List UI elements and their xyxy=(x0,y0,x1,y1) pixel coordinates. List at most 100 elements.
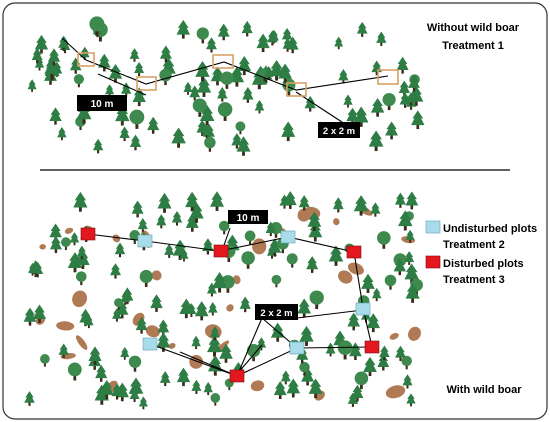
top-panel-title: Without wild boar xyxy=(427,22,520,34)
tree-icon xyxy=(405,191,419,210)
tree-icon xyxy=(76,271,87,286)
undisturbed-plot xyxy=(355,302,371,316)
tree-icon xyxy=(217,102,233,121)
tree-icon xyxy=(129,134,142,151)
tree-icon xyxy=(49,236,62,254)
tree-icon xyxy=(69,232,80,246)
legend-label-undisturbed: Undisturbed plots xyxy=(443,223,537,235)
tree-icon xyxy=(128,355,142,372)
tree-icon xyxy=(129,109,145,129)
tree-icon xyxy=(338,69,349,84)
tree-icon xyxy=(202,238,214,255)
tree-icon xyxy=(332,197,344,213)
rooting-patch xyxy=(168,342,176,349)
top-plot xyxy=(377,69,399,85)
tree-icon xyxy=(382,92,396,111)
undisturbed-plot xyxy=(142,337,158,351)
tree-icon xyxy=(139,269,153,287)
tree-icon xyxy=(73,191,88,212)
tree-icon xyxy=(219,220,230,235)
tree-icon xyxy=(402,374,413,389)
tree-icon xyxy=(150,294,163,312)
tree-icon xyxy=(176,19,190,39)
tree-icon xyxy=(189,85,201,101)
tree-icon xyxy=(67,362,82,381)
tree-icon xyxy=(204,136,216,152)
tree-icon xyxy=(239,296,251,313)
tree-icon xyxy=(273,381,287,399)
tree-icon xyxy=(131,200,144,218)
undisturbed-plots xyxy=(137,230,371,355)
tree-icon xyxy=(241,20,253,37)
tree-icon xyxy=(235,121,246,135)
rooting-patch xyxy=(233,275,241,285)
tree-icon xyxy=(220,71,234,89)
tree-icon xyxy=(196,27,209,44)
tree-icon xyxy=(309,290,324,310)
tree-icon xyxy=(217,86,228,102)
legend-swatch-undisturbed xyxy=(425,220,441,234)
tree-icon xyxy=(191,379,202,394)
tree-icon xyxy=(406,393,416,407)
undisturbed-plot xyxy=(137,234,153,248)
top-plot xyxy=(77,52,95,67)
tree-icon xyxy=(394,192,406,208)
bottom-plot-size-label-box: 2 x 2 m xyxy=(255,304,298,320)
disturbed-plot xyxy=(229,369,245,383)
disturbed-plot xyxy=(213,244,229,258)
disturbed-plot xyxy=(346,245,362,259)
disturbed-plots xyxy=(80,227,380,383)
tree-icon xyxy=(368,130,384,152)
tree-icon xyxy=(147,116,160,134)
disturbed-plot xyxy=(364,340,380,354)
top-plot xyxy=(286,82,307,97)
tree-icon xyxy=(92,138,104,154)
tree-icon xyxy=(159,45,172,63)
tree-icon xyxy=(159,371,171,386)
tree-icon xyxy=(206,37,217,53)
tree-icon xyxy=(210,393,221,406)
rooting-patch xyxy=(250,380,265,392)
tree-icon xyxy=(281,121,296,142)
top-panel-treatment: Treatment 1 xyxy=(442,40,504,52)
rooting-patch xyxy=(252,238,267,255)
tree-icon xyxy=(24,391,35,406)
tree-icon xyxy=(256,33,270,53)
tree-icon xyxy=(119,126,130,142)
top-plot-size-label-box: 2 x 2 m xyxy=(318,122,360,138)
rooting-patch xyxy=(408,326,421,341)
tree-icon xyxy=(254,99,265,114)
rooting-patch xyxy=(189,355,204,369)
tree-icon xyxy=(385,121,398,140)
top-distance-label-box: 10 m xyxy=(77,95,127,111)
bottom-panel-caption: With wild boar xyxy=(446,384,522,396)
legend-label-disturbed: Disturbed plots xyxy=(443,258,524,270)
tree-icon xyxy=(164,243,175,258)
tree-icon xyxy=(137,218,148,233)
legend-treatment-undisturbed: Treatment 2 xyxy=(443,239,505,251)
rooting-patch xyxy=(385,385,406,399)
tree-icon xyxy=(371,60,382,76)
tree-icon xyxy=(411,110,425,130)
tree-icon xyxy=(370,97,385,117)
bottom-plot-size-label: 2 x 2 m xyxy=(260,308,292,319)
tree-icon xyxy=(156,214,167,229)
tree-icon xyxy=(271,274,282,288)
undisturbed-plot xyxy=(280,230,296,244)
legend-swatch-disturbed xyxy=(425,255,441,269)
legend: Undisturbed plots Treatment 2 Disturbed … xyxy=(425,220,537,286)
legend-treatment-disturbed: Treatment 3 xyxy=(443,274,505,286)
rooting-patch xyxy=(297,208,311,222)
tree-icon xyxy=(280,370,291,385)
tree-icon xyxy=(120,347,130,360)
rooting-patch xyxy=(72,290,88,308)
rooting-patch xyxy=(347,262,364,275)
tree-icon xyxy=(343,94,353,108)
tree-icon xyxy=(134,62,145,76)
tree-icon xyxy=(129,48,140,62)
tree-icon xyxy=(384,274,397,290)
legend-item-undisturbed: Undisturbed plots Treatment 2 xyxy=(425,220,537,251)
tree-icon xyxy=(286,378,301,398)
top-distance-label: 10 m xyxy=(91,99,114,110)
